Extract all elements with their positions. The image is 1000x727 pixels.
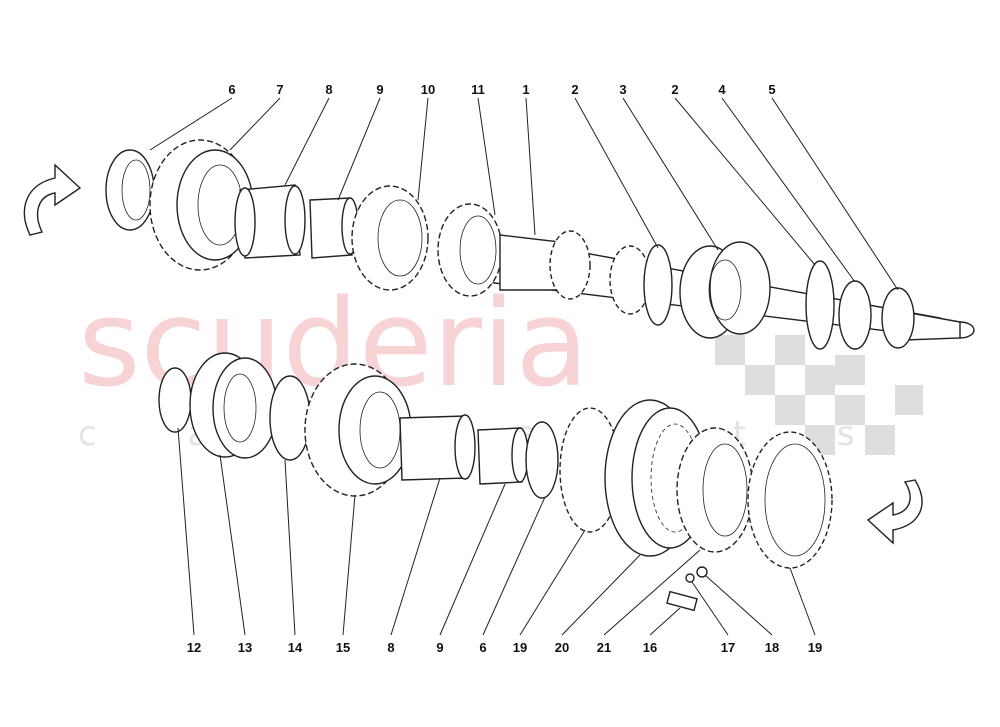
watermark-checker	[715, 335, 923, 455]
callout-label: 17	[721, 640, 735, 655]
lower-shaft-assembly	[158, 352, 833, 612]
callout-label: 8	[387, 640, 394, 655]
rotate-arrow-icon	[23, 163, 82, 236]
callout-label: 20	[555, 640, 569, 655]
callout-label: 4	[718, 82, 726, 97]
callouts-top: 6 7 8 9 10 11 1 2 3 2 4 5	[228, 82, 775, 97]
callout-label: 12	[187, 640, 201, 655]
callout-label: 5	[768, 82, 775, 97]
callout-label: 7	[276, 82, 283, 97]
callout-label: 16	[643, 640, 657, 655]
callout-label: 3	[619, 82, 626, 97]
callout-label: 2	[571, 82, 578, 97]
callout-label: 11	[471, 82, 485, 97]
leader-lines	[149, 97, 899, 636]
callout-label: 18	[765, 640, 779, 655]
callout-label: 10	[421, 82, 435, 97]
callout-label: 9	[376, 82, 383, 97]
callout-label: 8	[325, 82, 332, 97]
callout-label: 21	[597, 640, 611, 655]
callout-label: 14	[288, 640, 303, 655]
callout-label: 2	[671, 82, 678, 97]
callout-label: 19	[513, 640, 527, 655]
callout-label: 6	[479, 640, 486, 655]
callout-label: 1	[522, 82, 529, 97]
callouts-bottom: 12 13 14 15 8 9 6 19 20 21 16 17 18 19	[187, 640, 822, 655]
rotate-arrow-icon	[866, 479, 923, 545]
callout-label: 9	[436, 640, 443, 655]
callout-label: 6	[228, 82, 235, 97]
upper-shaft-assembly	[105, 139, 975, 350]
callout-label: 13	[238, 640, 252, 655]
callout-label: 15	[336, 640, 350, 655]
callout-label: 19	[808, 640, 822, 655]
